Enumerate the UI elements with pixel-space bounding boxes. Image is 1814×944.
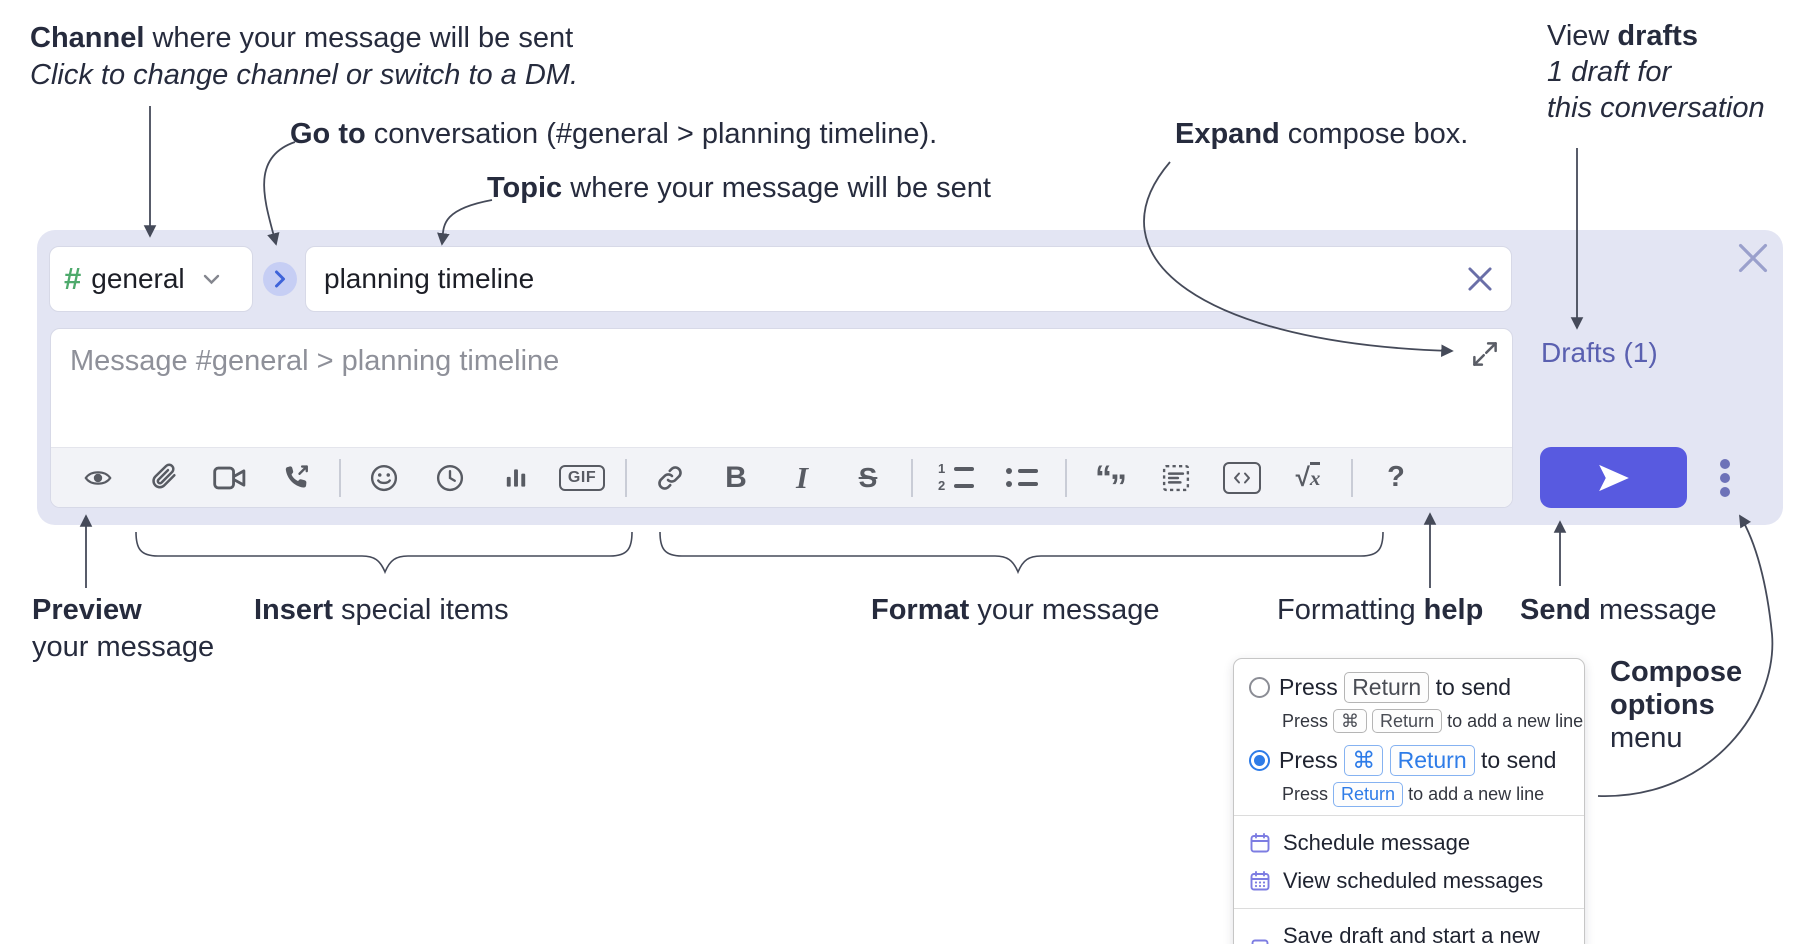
cmd-key: ⌘ xyxy=(1333,708,1368,734)
strikethrough-icon[interactable]: S xyxy=(845,455,891,501)
italic-label: I xyxy=(795,459,809,495)
link-icon[interactable] xyxy=(647,455,693,501)
toolbar-divider xyxy=(339,458,341,497)
radio-selected[interactable] xyxy=(1249,750,1270,772)
annotation-format: Format your message xyxy=(871,594,1160,626)
chevron-down-icon xyxy=(203,274,219,284)
strike-label: S xyxy=(858,461,878,493)
toolbar-divider xyxy=(911,458,913,497)
return-key: Return xyxy=(1344,672,1430,703)
annotation-goto: Go to conversation (#general > planning … xyxy=(290,118,938,150)
option-cmd-return-sub: Press Return to add a new line xyxy=(1234,782,1584,807)
blockquote-icon[interactable]: “” xyxy=(1095,458,1127,506)
italic-icon[interactable]: I xyxy=(779,455,825,501)
recent-clock-icon[interactable] xyxy=(427,455,473,501)
emoji-icon[interactable] xyxy=(361,455,407,501)
compose-options-menu: Press Return to send Press ⌘ Return to a… xyxy=(1233,658,1585,944)
gif-icon[interactable]: GIF xyxy=(558,455,606,501)
code-block-icon[interactable] xyxy=(1153,455,1199,501)
annotation-preview: Preview your message xyxy=(32,594,215,663)
message-placeholder: Message #general > planning timeline xyxy=(70,345,560,377)
formatting-help-icon[interactable]: ? xyxy=(1373,455,1419,501)
topic-input[interactable]: planning timeline xyxy=(305,246,1512,312)
menu-item-view-scheduled[interactable]: View scheduled messages xyxy=(1234,862,1584,900)
annotation-insert: Insert special items xyxy=(254,594,509,626)
annotation-topic: Topic where your message will be sent xyxy=(487,172,991,204)
format-brace xyxy=(659,531,1384,575)
option-cmd-return-to-send[interactable]: Press ⌘ Return to send xyxy=(1234,743,1584,778)
annotation-view-drafts: View drafts 1 draft for this conversatio… xyxy=(1547,20,1765,124)
annotation-compose-options: Compose options menu xyxy=(1610,656,1743,754)
channel-selector[interactable]: # general xyxy=(49,246,253,312)
channel-name: general xyxy=(91,263,185,294)
expand-compose-icon[interactable] xyxy=(1470,339,1500,369)
formula-icon[interactable]: √x xyxy=(1295,462,1321,492)
bold-icon[interactable]: B xyxy=(713,455,759,501)
ordered-list-icon[interactable]: 1 2 xyxy=(933,455,979,501)
drafts-link[interactable]: Drafts (1) xyxy=(1541,337,1658,368)
compose-box: # general planning timeline Message #gen… xyxy=(37,230,1783,525)
send-plane-icon xyxy=(1598,464,1629,491)
toolbar-divider xyxy=(1065,458,1067,497)
clear-topic-icon[interactable] xyxy=(1467,266,1493,292)
message-input[interactable]: Message #general > planning timeline xyxy=(50,328,1513,508)
return-key: Return xyxy=(1372,708,1443,734)
channel-hash-icon: # xyxy=(64,261,82,296)
annotation-channel: Channel where your message will be sent … xyxy=(30,22,579,91)
video-clip-icon[interactable] xyxy=(207,455,253,501)
help-label: ? xyxy=(1387,461,1405,493)
toolbar-divider xyxy=(1351,458,1353,497)
bulleted-list-icon[interactable] xyxy=(999,455,1045,501)
close-icon[interactable] xyxy=(1737,242,1769,274)
cmd-key: ⌘ xyxy=(1344,745,1384,776)
menu-divider xyxy=(1234,814,1584,816)
draft-check-icon xyxy=(1251,939,1269,944)
preview-eye-icon[interactable] xyxy=(75,455,121,501)
audio-call-icon[interactable] xyxy=(273,455,319,501)
insert-brace xyxy=(135,531,633,575)
gif-label: GIF xyxy=(558,464,606,491)
annotation-send: Send message xyxy=(1520,594,1717,626)
return-key: Return xyxy=(1333,782,1404,807)
return-key: Return xyxy=(1389,745,1475,776)
goto-pointer-curve xyxy=(263,141,296,246)
annotation-expand: Expand compose box. xyxy=(1175,118,1469,150)
attach-paperclip-icon[interactable] xyxy=(141,455,187,501)
option-return-sub: Press ⌘ Return to add a new line xyxy=(1234,708,1584,734)
menu-item-schedule-message[interactable]: Schedule message xyxy=(1234,824,1584,862)
compose-toolbar: GIF B I S 1 2 xyxy=(51,447,1512,507)
menu-divider xyxy=(1234,907,1584,909)
option-return-to-send[interactable]: Press Return to send xyxy=(1234,670,1584,705)
go-to-conversation-button[interactable] xyxy=(263,262,297,296)
dots-menu-icon xyxy=(1720,459,1730,469)
inline-code-icon[interactable] xyxy=(1219,455,1265,501)
compose-options-button[interactable] xyxy=(1705,449,1745,507)
send-button[interactable] xyxy=(1540,447,1687,508)
annotation-formatting-help: Formatting help xyxy=(1277,594,1484,626)
topic-value: planning timeline xyxy=(324,263,535,294)
calendar-icon xyxy=(1250,832,1270,852)
calendar-list-icon xyxy=(1250,870,1270,890)
menu-item-save-draft[interactable]: Save draft and start a new message xyxy=(1234,917,1584,944)
poll-chart-icon[interactable] xyxy=(493,455,539,501)
radio-unselected[interactable] xyxy=(1249,676,1270,698)
chevron-right-icon xyxy=(275,270,285,288)
bold-label: B xyxy=(725,460,747,494)
toolbar-divider xyxy=(625,458,627,497)
